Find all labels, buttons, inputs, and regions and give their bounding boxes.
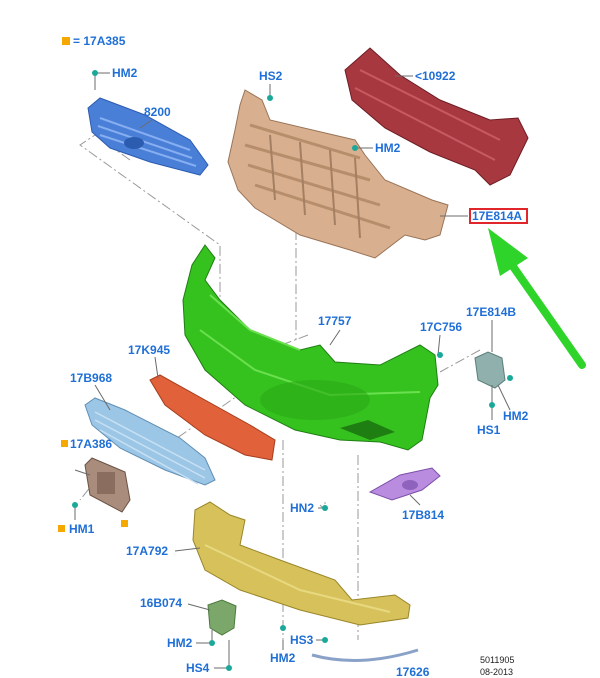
label-hm2-low: HM2 — [167, 636, 193, 650]
fog-bezel-17B814 — [368, 467, 441, 501]
label-hm1: HM1 — [69, 522, 95, 536]
label-17b814: 17B814 — [402, 508, 444, 522]
label-hs2: HS2 — [259, 69, 283, 83]
legend-marker — [62, 37, 70, 45]
label-17e814b: 17E814B — [466, 305, 516, 319]
label-hm2-right: HM2 — [503, 409, 529, 423]
label-hm2-top: HM2 — [112, 66, 138, 80]
footer: 5011905 08-2013 — [480, 655, 514, 677]
label-hs4: HS4 — [186, 661, 210, 675]
bracket-17E814B — [474, 351, 506, 389]
green-arrow — [488, 228, 586, 369]
footer-date: 08-2013 — [480, 667, 513, 677]
legend-text: = 17A385 — [73, 34, 126, 48]
lower-grille-17B968 — [84, 397, 216, 486]
label-hm2-bottom: HM2 — [270, 651, 296, 665]
callout-dots — [72, 70, 513, 671]
label-hn2: HN2 — [290, 501, 314, 515]
bumper-cover-17757 — [182, 244, 439, 451]
legend: = 17A385 — [62, 34, 126, 48]
strip-17K945 — [149, 374, 276, 461]
label-10922: <10922 — [415, 69, 456, 83]
label-hm2-mid: HM2 — [375, 141, 401, 155]
part-labels: HM2 8200 HS2 <10922 HM2 17E814A 17757 17… — [69, 66, 529, 678]
molding-17626 — [311, 648, 419, 662]
undertray-17A792 — [192, 501, 411, 626]
label-16b074: 16B074 — [140, 596, 182, 610]
upper-grille-8200 — [87, 97, 209, 176]
label-8200: 8200 — [144, 105, 171, 119]
label-17k945: 17K945 — [128, 343, 170, 357]
label-17626: 17626 — [396, 665, 430, 678]
bracket-17A386 — [84, 457, 131, 513]
label-17c756: 17C756 — [420, 320, 462, 334]
label-17e814a: 17E814A — [472, 209, 522, 223]
footer-code: 5011905 — [480, 655, 514, 665]
bracket-16B074 — [207, 599, 237, 636]
energy-absorber — [227, 89, 449, 259]
label-17a792: 17A792 — [126, 544, 168, 558]
label-hs3: HS3 — [290, 633, 314, 647]
label-17b968: 17B968 — [70, 371, 112, 385]
label-hs1: HS1 — [477, 423, 501, 437]
highlight-box — [469, 208, 528, 224]
orange-markers — [58, 440, 128, 532]
reinforcement-10922 — [344, 47, 529, 186]
label-17757: 17757 — [318, 314, 352, 328]
label-17a386: 17A386 — [70, 437, 112, 451]
